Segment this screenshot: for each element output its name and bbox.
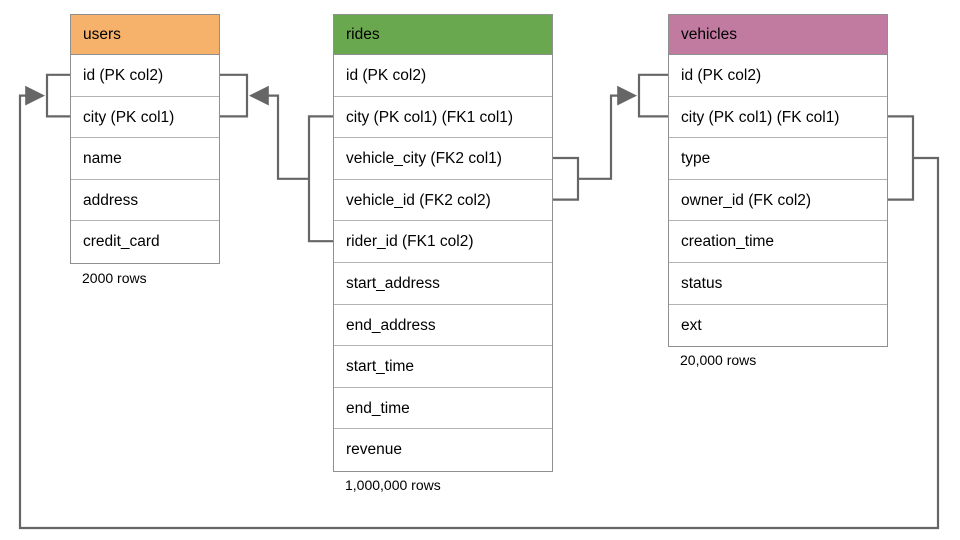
- rides-row-count-label: 1,000,000 rows: [345, 477, 441, 493]
- table-vehicles-header: vehicles: [669, 15, 887, 55]
- vehicles-column-id: id (PK col2): [669, 55, 887, 97]
- rides-left-bracket: [307, 115, 333, 243]
- rides-column-start-address: start_address: [334, 262, 552, 305]
- rides-column-rider-id: rider_id (FK1 col2): [334, 221, 552, 263]
- vehicles-column-city: city (PK col1) (FK col1): [669, 96, 887, 139]
- rides-column-revenue: revenue: [334, 429, 552, 471]
- table-users: users id (PK col2) city (PK col1) name a…: [70, 14, 220, 264]
- rides-column-end-address: end_address: [334, 304, 552, 347]
- table-vehicles: vehicles id (PK col2) city (PK col1) (FK…: [668, 14, 888, 348]
- rides-column-city: city (PK col1) (FK1 col1): [334, 96, 552, 139]
- users-column-name: name: [71, 138, 219, 180]
- vehicles-column-status: status: [669, 262, 887, 305]
- rides-right-bracket: [553, 156, 580, 201]
- users-row-count-label: 2000 rows: [82, 270, 147, 286]
- users-column-id: id (PK col2): [71, 55, 219, 97]
- rides-to-users-arrow-line: [249, 85, 309, 180]
- users-left-bracket: [45, 73, 70, 118]
- users-right-bracket: [220, 73, 249, 118]
- rides-to-vehicles-arrow-line: [578, 85, 637, 180]
- vehicles-column-ext: ext: [669, 304, 887, 347]
- vehicles-left-bracket: [637, 73, 668, 118]
- vehicles-column-owner-id: owner_id (FK col2): [669, 179, 887, 222]
- table-rides-header: rides: [334, 15, 552, 55]
- relationship-rides-to-users: [220, 73, 333, 243]
- vehicles-column-type: type: [669, 138, 887, 180]
- table-users-header: users: [71, 15, 219, 55]
- rides-column-end-time: end_time: [334, 387, 552, 430]
- vehicles-column-creation-time: creation_time: [669, 221, 887, 263]
- users-column-credit-card: credit_card: [71, 221, 219, 263]
- vehicles-row-count-label: 20,000 rows: [680, 352, 757, 368]
- rides-column-vehicle-id: vehicle_id (FK2 col2): [334, 179, 552, 222]
- rides-column-id: id (PK col2): [334, 55, 552, 97]
- table-rides: rides id (PK col2) city (PK col1) (FK1 c…: [333, 14, 553, 472]
- rides-column-vehicle-city: vehicle_city (FK2 col1): [334, 138, 552, 180]
- rides-column-start-time: start_time: [334, 346, 552, 388]
- relationship-rides-to-vehicles: [553, 73, 668, 201]
- users-column-address: address: [71, 179, 219, 222]
- users-column-city: city (PK col1): [71, 96, 219, 139]
- vehicles-right-bracket: [888, 115, 915, 201]
